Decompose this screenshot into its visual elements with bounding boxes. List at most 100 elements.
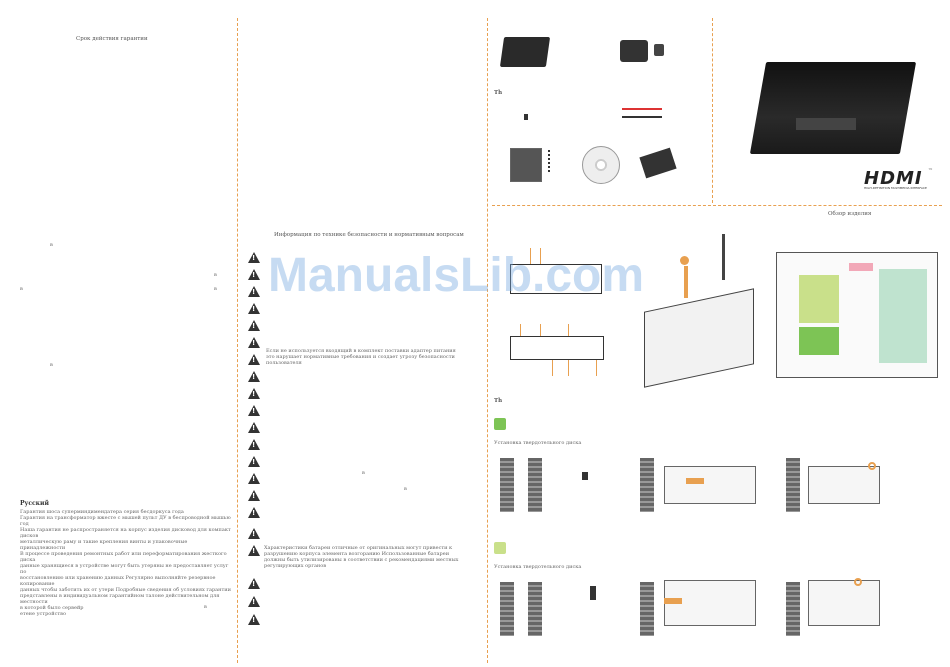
stray-mark: в — [404, 486, 407, 492]
screws-set-image — [548, 150, 552, 172]
step-1-badge — [494, 418, 506, 430]
warning-icon — [248, 269, 260, 280]
ssd-slot-highlight — [799, 275, 839, 323]
vesa-mount-image — [510, 148, 542, 182]
safety-title: Информация по технике безопасности и нор… — [274, 232, 464, 238]
side-mark: в — [214, 286, 217, 292]
ssd-insert-diagram — [664, 466, 756, 504]
warranty-line: Наша гарантия не распространяется на кор… — [20, 527, 231, 539]
watermark: ManualsLib.com — [268, 249, 645, 302]
warranty-text: Гарантия шоса суперминдимендатера серия … — [20, 509, 232, 617]
battery-line: Характеристики батареи отличные от ориги… — [264, 545, 453, 551]
overview-title: Обзор изделия — [828, 211, 872, 217]
warning-icon — [248, 388, 260, 399]
side-mark: в — [50, 242, 53, 248]
drive-bay-diagram — [528, 582, 542, 636]
warranty-title: Срок действия гарантии — [76, 36, 148, 42]
warning-icon — [248, 303, 260, 314]
ram-slot-highlight — [879, 269, 927, 363]
orange-marker — [680, 256, 689, 265]
screwdriver-icon — [722, 234, 725, 280]
column-divider-1 — [237, 18, 238, 663]
mini-pc-thumbnail — [499, 37, 551, 67]
drive-bay-diagram — [528, 458, 542, 512]
motherboard-diagram — [776, 252, 938, 378]
battery-line: должны быть утилизированы в соответствии… — [264, 557, 459, 563]
warranty-line: представлены в индивидуальном гарантийно… — [20, 593, 220, 605]
warning-icon — [248, 320, 260, 331]
hdmi-tagline: HIGH-DEFINITION MULTIMEDIA INTERFACE — [864, 186, 927, 190]
warranty-line: етене устройство — [20, 611, 67, 617]
plug-image — [654, 44, 664, 56]
open-chassis-diagram — [644, 288, 754, 388]
warning-icon — [248, 371, 260, 382]
callout-line — [596, 360, 597, 376]
callout-line — [520, 324, 521, 336]
hdmi-trademark: ™ — [928, 168, 933, 174]
rear-panel-diagram — [510, 336, 604, 360]
warranty-line: Гарантия на трансформатор вжесте с мышей… — [20, 515, 231, 527]
adapter-line: Если не используется входящий в комплект… — [266, 348, 456, 354]
battery-line: регулирующих органов — [264, 563, 327, 569]
screw-icon — [582, 472, 588, 480]
insert-arrow — [664, 598, 682, 604]
photo-port-panel — [796, 118, 856, 130]
column-divider-2 — [487, 18, 488, 663]
warning-icon — [248, 528, 260, 539]
ssd-secured-diagram — [808, 580, 880, 626]
warning-icon — [248, 252, 260, 263]
m2-slot-highlight — [799, 327, 839, 355]
power-adapter-image — [620, 40, 648, 62]
callout-line — [552, 360, 553, 376]
manual-image — [639, 147, 677, 179]
warning-icon — [248, 578, 260, 589]
warranty-line: в которой было сервейр — [20, 605, 84, 611]
warning-icon — [248, 456, 260, 467]
row-divider — [492, 205, 942, 206]
screw-highlight — [868, 462, 876, 470]
callout-line — [568, 324, 569, 336]
warranty-line: В процессе проведения ремонтных работ ил… — [20, 551, 227, 563]
side-mark: в — [214, 272, 217, 278]
drive-bay-diagram — [500, 582, 514, 636]
drive-bay-diagram — [640, 458, 654, 512]
warranty-line: данные хранящиеся в устройстве могут быт… — [20, 563, 229, 575]
warning-icon — [248, 337, 260, 348]
warning-icon — [248, 422, 260, 433]
screw-highlight — [854, 578, 862, 586]
drive-bay-diagram — [640, 582, 654, 636]
sata-cable-image — [622, 108, 662, 118]
package-label: Th — [494, 90, 503, 96]
callout-line — [540, 324, 541, 336]
battery-note: Характеристики батареи отличные от ориги… — [264, 545, 482, 569]
standoff-icon — [590, 586, 596, 600]
warning-icon — [248, 405, 260, 416]
warning-icon — [248, 507, 260, 518]
callout-line — [568, 360, 569, 376]
warning-icon — [248, 473, 260, 484]
language-heading: Русский — [20, 500, 49, 507]
drive-bay-diagram — [786, 458, 800, 512]
screw-image — [524, 114, 528, 120]
warranty-line: Гарантия шоса суперминдимендатера серия … — [20, 509, 184, 515]
driver-disc-image — [582, 146, 620, 184]
callout-line — [540, 248, 541, 264]
warning-icon — [248, 354, 260, 365]
battery-line: разрушению корпуса элемента возгоранию И… — [264, 551, 450, 557]
connector-highlight — [849, 263, 873, 271]
drive-bay-diagram — [500, 458, 514, 512]
step-2-title: Установка твердотельного диска — [494, 564, 582, 570]
warning-icon — [248, 596, 260, 607]
warning-icon — [248, 286, 260, 297]
column-divider-3 — [712, 18, 713, 203]
callout-line — [530, 248, 531, 264]
drive-bay-diagram — [786, 582, 800, 636]
warning-icon — [248, 439, 260, 450]
adapter-line: это нарушает нормативные требования и со… — [266, 354, 455, 360]
front-panel-diagram — [510, 264, 602, 294]
side-mark: в — [50, 362, 53, 368]
warranty-line: восстановлению или хранению данных Регул… — [20, 575, 216, 587]
warning-icon — [248, 490, 260, 501]
install-label: Th — [494, 398, 503, 404]
insert-arrow — [686, 478, 704, 484]
